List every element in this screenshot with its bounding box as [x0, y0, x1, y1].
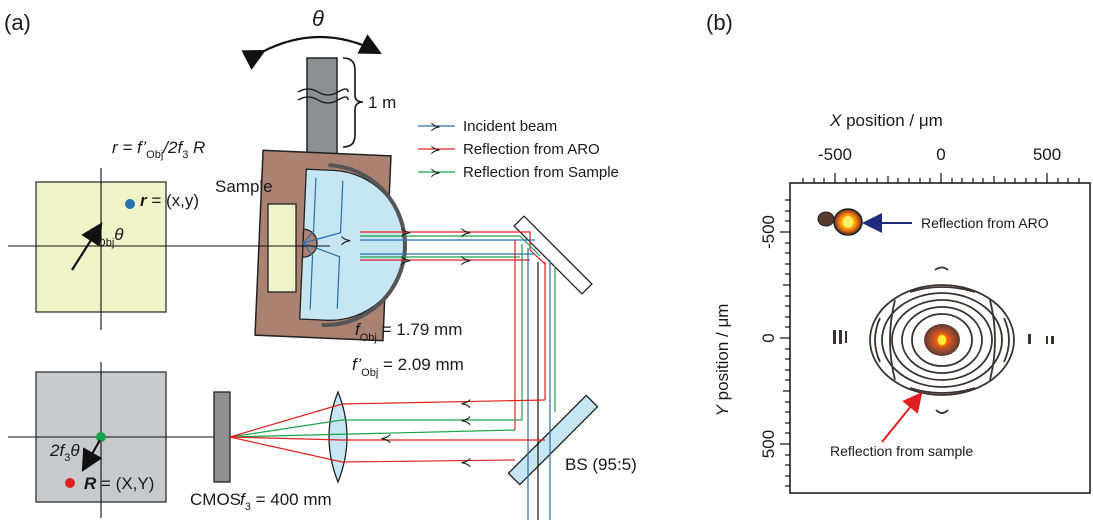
x-tick-label: -500	[818, 145, 852, 164]
x-ticks	[802, 173, 1080, 183]
beam-arrowheads: ≻ ≻ ≻ ≻ ≻ ≺ ≺ ≺ ≺	[340, 224, 472, 470]
svg-text:≻: ≻	[430, 142, 441, 157]
y-tick-label: -500	[759, 215, 778, 249]
length-brace	[342, 57, 364, 148]
beam-splitter	[507, 394, 599, 486]
beam-paths	[229, 231, 556, 520]
svg-text:≺: ≺	[380, 430, 392, 446]
R-point-dot	[65, 478, 75, 488]
legend: ≻ Incident beam ≻ Reflection from ARO ≻ …	[418, 118, 619, 181]
x-axis-title: X position / μm	[829, 111, 943, 130]
break-mark-2	[297, 96, 349, 104]
rotation-arrow	[241, 34, 382, 70]
rod	[306, 57, 338, 155]
sample-slab	[267, 203, 297, 293]
R-point-label: R = (X,Y)	[84, 474, 154, 493]
svg-text:≻: ≻	[400, 224, 412, 240]
hemisphere-lens	[299, 163, 407, 328]
svg-text:≻: ≻	[460, 224, 472, 240]
aro-spot	[817, 208, 863, 236]
svg-text:≻: ≻	[460, 252, 472, 268]
sample-annotation: Reflection from sample	[830, 443, 973, 459]
theta-label: θ	[312, 6, 324, 31]
panel-a-label: (a)	[4, 10, 31, 35]
y-tick-label: 0	[759, 333, 778, 342]
cmos-sensor	[213, 391, 231, 483]
center-dot	[96, 432, 106, 442]
side-lobes	[833, 330, 1054, 344]
sample-label: Sample	[215, 177, 273, 196]
r-point-dot	[125, 199, 135, 209]
y-ticks	[780, 199, 790, 487]
x-tick-label: 0	[936, 145, 945, 164]
r-formula: r = f’Obj/2f3 R	[112, 138, 205, 161]
x-tick-label: 500	[1033, 145, 1061, 164]
two-f3-arrow	[81, 439, 103, 472]
svg-text:≺: ≺	[460, 395, 472, 411]
f-theta-arrow	[71, 222, 103, 271]
f3-label: f3 = 400 mm	[240, 490, 332, 513]
one-meter-label: 1 m	[368, 93, 396, 112]
legend-incident: Incident beam	[463, 118, 557, 135]
svg-text:≻: ≻	[430, 119, 441, 134]
two-f3-label: 2f3θ	[49, 441, 80, 464]
sample-spot-core	[936, 333, 948, 347]
svg-text:≺: ≺	[460, 454, 472, 470]
r-point-label: r = (x,y)	[140, 191, 199, 210]
svg-text:≻: ≻	[400, 252, 412, 268]
svg-text:≻: ≻	[430, 165, 441, 180]
f-obj-prime-label: f’Obj = 2.09 mm	[352, 355, 464, 379]
sample-annot-arrow	[881, 391, 923, 443]
mirror	[513, 215, 593, 295]
f-theta-label: f’Objθ	[88, 225, 124, 249]
y-tick-label: 500	[759, 430, 778, 458]
break-mark	[297, 88, 349, 96]
svg-text:≻: ≻	[340, 232, 352, 248]
cmos-label: CMOS	[190, 490, 241, 509]
legend-aro: Reflection from ARO	[463, 141, 600, 158]
legend-sample: Reflection from Sample	[463, 164, 619, 181]
svg-text:≺: ≺	[460, 412, 472, 428]
panel-b-label: (b)	[706, 10, 733, 35]
y-axis-title: Y position / μm	[713, 304, 732, 417]
f-obj-label: fObj = 1.79 mm	[355, 320, 462, 344]
bs-label: BS (95:5)	[565, 455, 637, 474]
sample-spot-fringes	[869, 266, 1015, 414]
aro-annotation: Reflection from ARO	[921, 215, 1049, 231]
